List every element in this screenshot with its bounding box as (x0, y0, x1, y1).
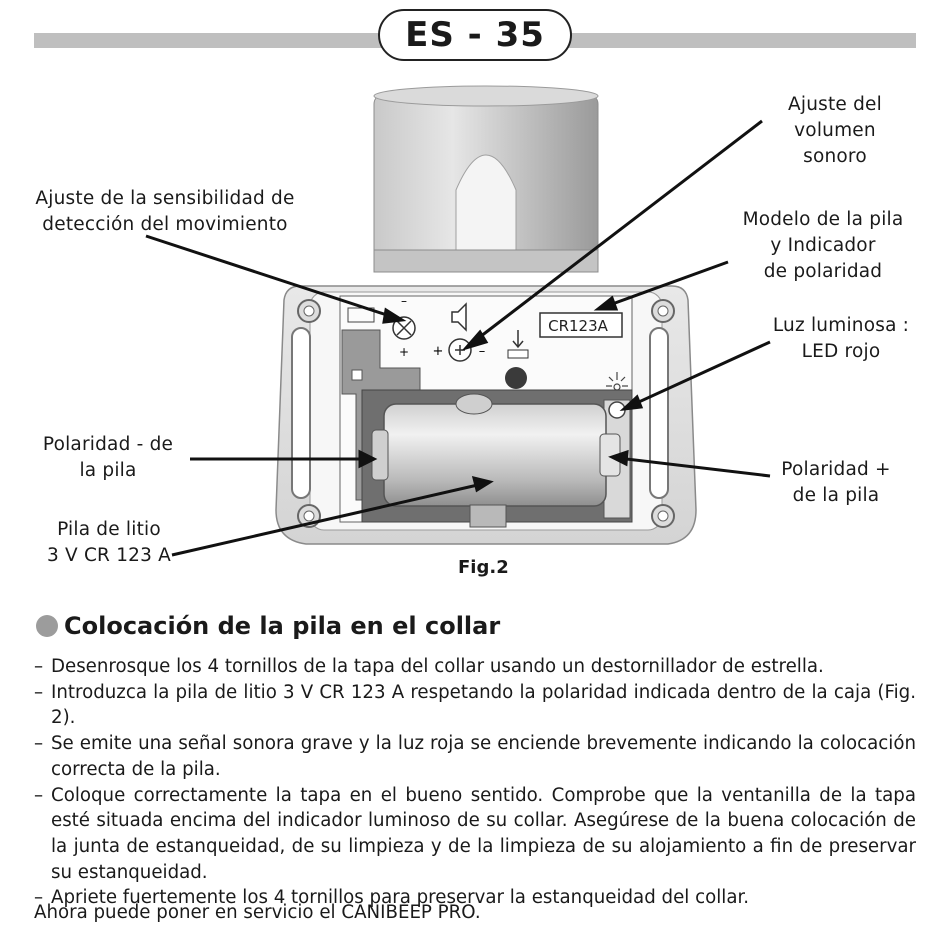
callout-volume: Ajuste del volumen sonoro (788, 94, 882, 167)
screw-icon (297, 299, 321, 323)
list-item: –Coloque correctamente la tapa en el bue… (34, 784, 916, 883)
figure-caption: Fig.2 (458, 557, 509, 578)
list-marker: – (34, 887, 44, 909)
list-item: –Apriete fuertemente los 4 tornillos par… (34, 885, 916, 911)
svg-text:–: – (401, 294, 407, 308)
volume-dial-icon: + – (433, 302, 486, 362)
list-item: –Se emite una señal sonora grave y la lu… (34, 733, 916, 780)
model-title: ES - 35 (378, 9, 572, 61)
list-marker: – (34, 681, 44, 703)
list-marker: – (34, 656, 44, 677)
screw-icon (651, 299, 675, 323)
callout-arrows (145, 119, 771, 557)
battery-icon (371, 393, 621, 528)
callout-lithium: Pila de litio 3 V CR 123 A (46, 519, 172, 566)
battery-model-label: CR123A (539, 312, 623, 338)
callout-polarity-plus: Polaridad + de la pila (781, 459, 891, 506)
list-item: –Desenrosque los 4 tornillos de la tapa … (34, 654, 916, 680)
list-marker: – (34, 784, 44, 806)
callout-led: Luz luminosa : LED rojo (772, 315, 910, 362)
device-figure: – + + – CR123A (0, 70, 950, 590)
battery-model-text: CR123A (548, 317, 609, 335)
list-marker: – (34, 733, 44, 755)
section-title-text: Colocación de la pila en el collar (64, 612, 501, 640)
bullet-icon (36, 615, 58, 637)
device-illustration: – + + – CR123A (145, 85, 771, 557)
closing-text: Ahora puede poner en servicio el CANIBEE… (34, 902, 481, 923)
button-icon (505, 330, 529, 389)
sensitivity-dial-icon: – + (392, 294, 416, 359)
led-icon (606, 372, 628, 419)
callout-sensitivity: Ajuste de la sensibilidad de detección d… (35, 188, 295, 235)
list-item: –Introduzca la pila de litio 3 V CR 123 … (34, 681, 916, 729)
svg-text:+: + (433, 344, 444, 359)
section-title: Colocación de la pila en el collar (36, 612, 500, 640)
callout-battery-model: Modelo de la pila y Indicador de polarid… (742, 209, 904, 282)
device-cap (373, 85, 599, 273)
callout-polarity-minus: Polaridad - de la pila (42, 434, 174, 481)
instruction-list: –Desenrosque los 4 tornillos de la tapa … (34, 654, 916, 911)
screw-icon (651, 504, 675, 528)
svg-text:–: – (479, 344, 486, 359)
svg-text:+: + (399, 345, 409, 359)
